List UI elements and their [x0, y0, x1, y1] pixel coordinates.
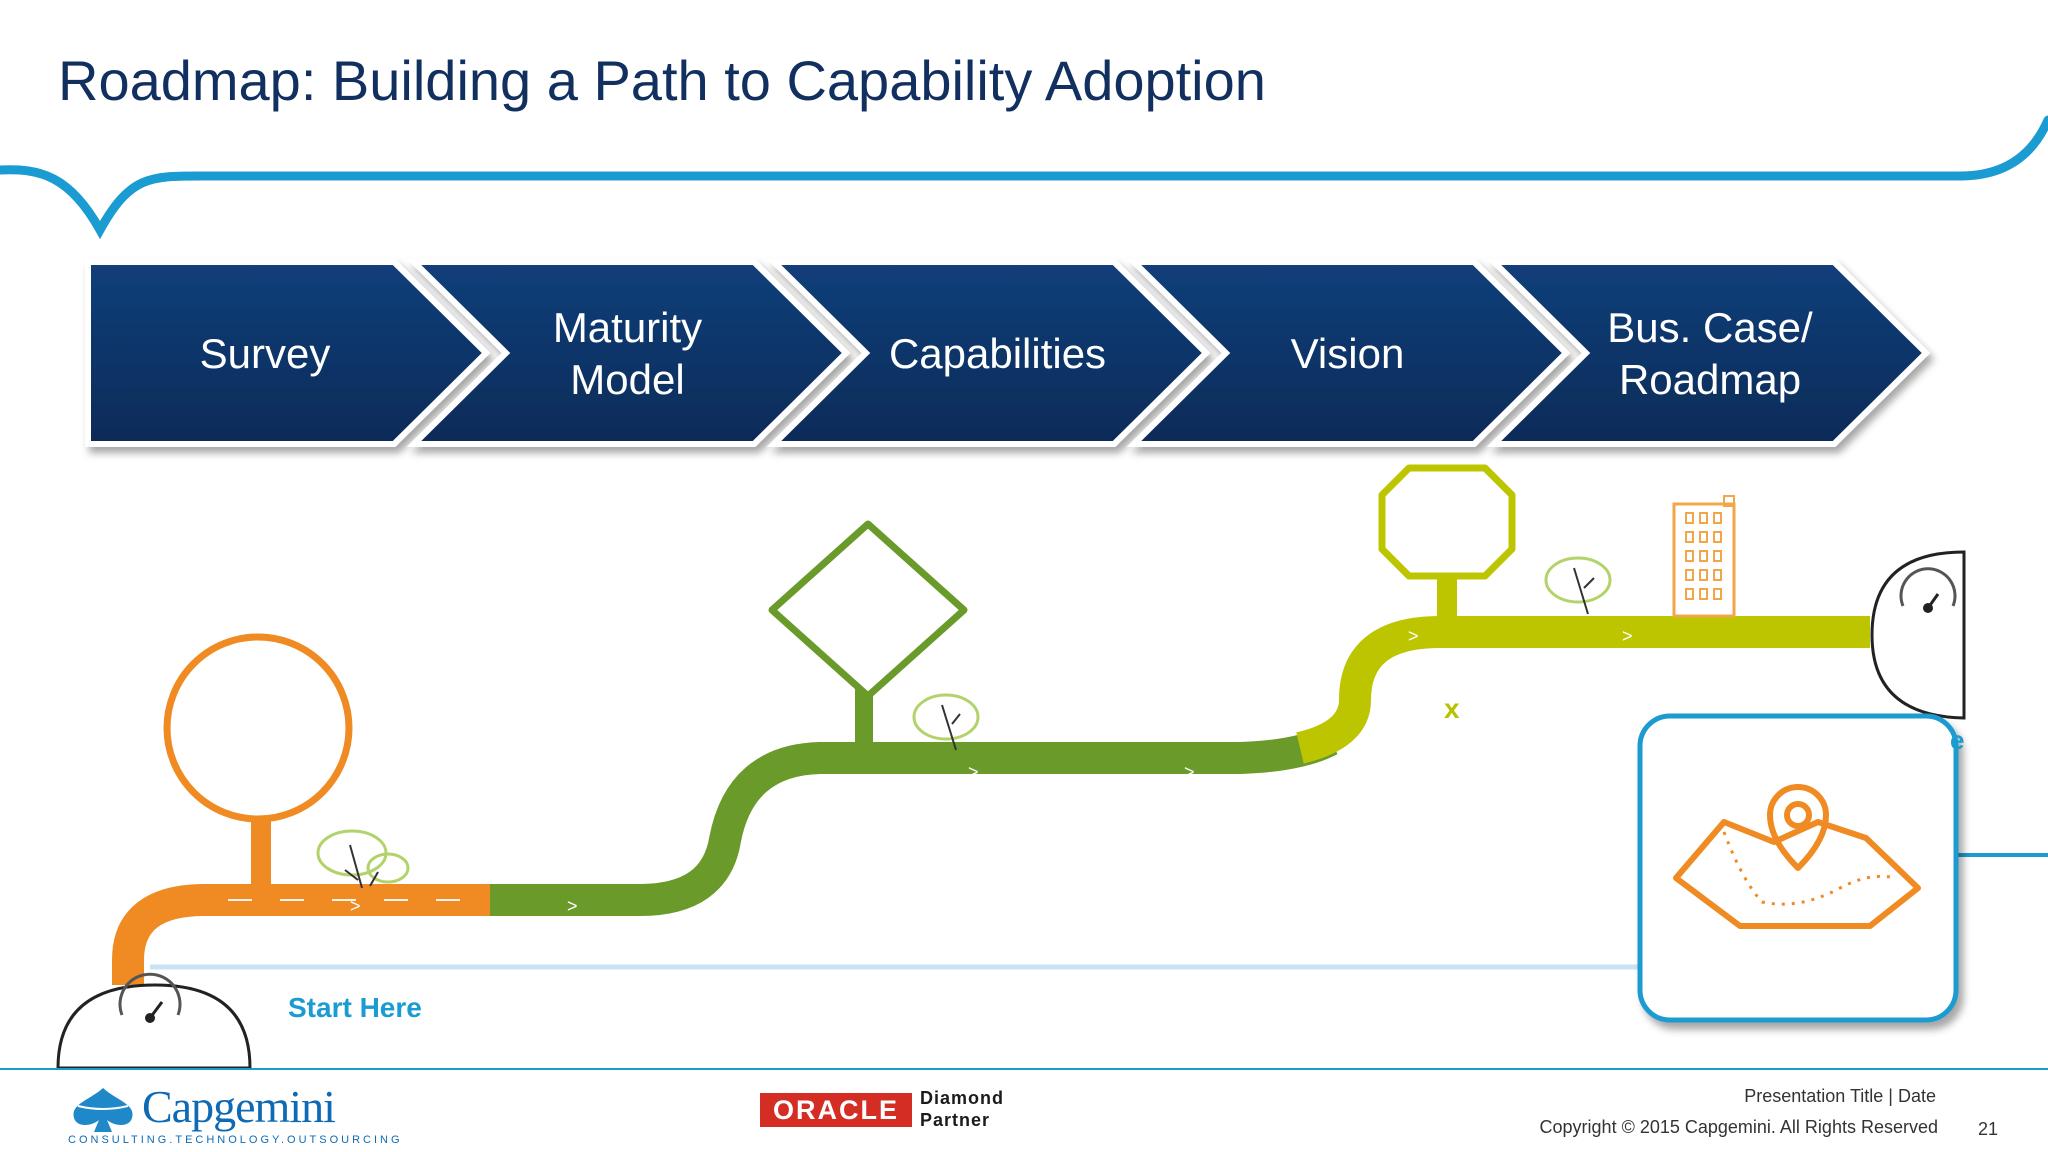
slide-title: Roadmap: Building a Path to Capability A… — [58, 49, 1266, 112]
svg-text:>: > — [1622, 626, 1633, 646]
logo-tagline: CONSULTING.TECHNOLOGY.OUTSOURCING — [68, 1134, 403, 1146]
presentation-title: Presentation Title | Date — [1744, 1086, 1936, 1106]
chevron-bus-case-roadmap — [1486, 259, 1931, 447]
footer-divider — [0, 1068, 2048, 1070]
capgemini-logo: Capgemini CONSULTING.TECHNOLOGY.OUTSOURC… — [68, 1078, 400, 1146]
road-segment-green — [490, 725, 1338, 916]
header-swoosh — [0, 115, 2048, 240]
step-label-survey: Survey — [199, 330, 331, 377]
svg-text:>: > — [350, 896, 361, 916]
road-segment-orange — [112, 884, 490, 985]
step-label-capabilities: Capabilities — [888, 330, 1107, 377]
round-sign — [163, 633, 353, 823]
speedometer-icon — [56, 972, 252, 1070]
diamond-sign — [768, 520, 968, 700]
spade-logo-icon — [73, 1088, 133, 1132]
octagon-sign — [1378, 464, 1516, 580]
partner-tier: Diamond — [920, 1088, 1005, 1108]
copyright-notice: Copyright © 2015 Capgemini. All Rights R… — [1539, 1117, 1938, 1137]
chevron-vision — [1126, 259, 1571, 447]
road-segment-lime — [1295, 616, 1870, 764]
road-e-marker: e — [1950, 725, 1965, 755]
svg-text:>: > — [567, 896, 578, 916]
process-chevrons — [85, 259, 1931, 447]
start-here-label: Start Here — [288, 992, 422, 1023]
chevron-maturity-model — [406, 259, 851, 447]
roadmap-illustration: > > > > > > — [56, 464, 2048, 1070]
svg-text:>: > — [1408, 626, 1419, 646]
tree-icon — [912, 693, 980, 741]
tree-icon — [1544, 556, 1612, 604]
logo-wordmark: Capgemini — [142, 1081, 336, 1132]
chevron-capabilities — [766, 259, 1211, 447]
step-label-vision: Vision — [1290, 330, 1405, 377]
oracle-logo: ORACLE — [760, 1093, 912, 1127]
building-icon — [1672, 495, 1736, 618]
svg-text:>: > — [1184, 762, 1195, 782]
svg-text:>: > — [968, 762, 979, 782]
chevron-survey — [85, 259, 491, 447]
tree-icon — [316, 829, 410, 884]
speedometer-icon — [1870, 550, 1966, 720]
step-label-maturity-model: Maturity Model — [552, 304, 703, 403]
partner-label: Partner — [920, 1110, 991, 1130]
step-label-bus-case-roadmap: Bus. Case/ Roadmap — [1607, 304, 1813, 403]
map-pin-icon — [1673, 784, 1921, 929]
road-x-marker: x — [1444, 693, 1460, 724]
page-number: 21 — [1978, 1119, 1999, 1139]
